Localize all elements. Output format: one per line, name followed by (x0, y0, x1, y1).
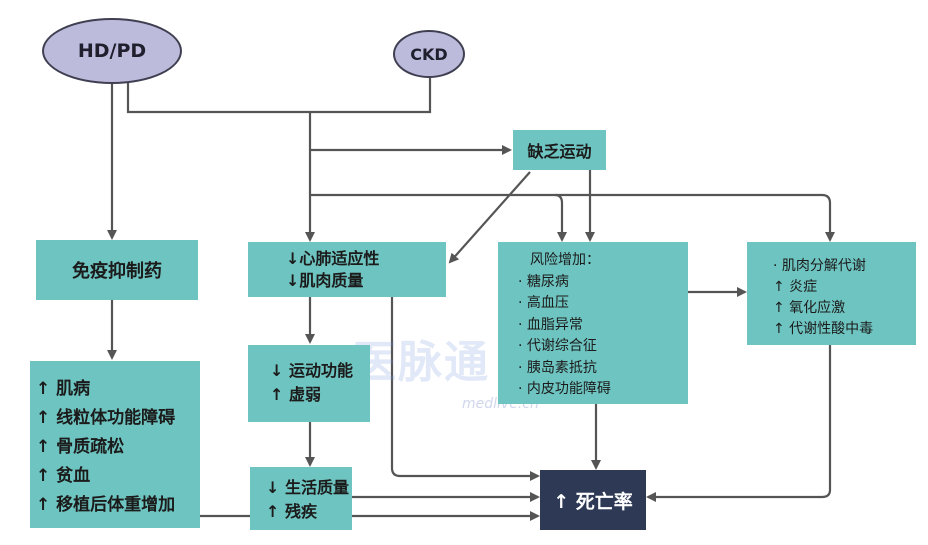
edge-catabolism-mortality (646, 345, 832, 502)
node-myopathy-line-4: ↑ 贫血 (36, 466, 91, 486)
node-catabolism-line-4: ↑ 代谢性酸中毒 (773, 321, 874, 337)
edge-trunk-risk (310, 193, 567, 242)
node-catabolism-line-1: · 肌肉分解代谢 (773, 258, 866, 274)
edge-hdpd-join (126, 78, 432, 114)
node-risk: 风险增加： · 糖尿病 · 高血压 · 血脂异常 · 代谢综合征 · 胰岛素抵抗… (498, 242, 688, 404)
node-quality-of-life-line-1: ↓ 生活质量 (266, 478, 349, 497)
node-motor-function: ↓ 运动功能 ↑ 虚弱 (248, 345, 370, 422)
node-mortality-label: ↑ 死亡率 (553, 490, 633, 513)
node-immunosuppressant-label: 免疫抑制药 (72, 261, 162, 282)
node-myopathy-line-1: ↑ 肌病 (36, 379, 91, 399)
watermark-logo: 医脉通 (352, 337, 490, 388)
node-mortality: ↑ 死亡率 (540, 470, 646, 530)
node-immunosuppressant: 免疫抑制药 (36, 240, 198, 300)
node-risk-item-2: · 高血压 (518, 295, 569, 311)
node-risk-item-3: · 血脂异常 (518, 316, 583, 333)
edge-exercise-cardio (448, 171, 531, 264)
node-risk-item-6: · 内皮功能障碍 (518, 381, 611, 397)
node-cardiopulmonary-line-2: ↓肌肉质量 (286, 271, 364, 290)
node-quality-of-life-line-2: ↑ 残疾 (266, 502, 317, 521)
node-cardiopulmonary: ↓心肺适应性 ↓肌肉质量 (248, 242, 446, 297)
node-risk-item-1: · 糖尿病 (518, 273, 569, 290)
node-risk-item-4: · 代谢综合征 (518, 338, 597, 354)
node-motor-function-line-1: ↓ 运动功能 (270, 361, 353, 380)
node-lack-exercise-label: 缺乏运动 (527, 142, 592, 161)
node-motor-function-line-2: ↑ 虚弱 (270, 385, 321, 404)
edge-cardio-mortality (390, 297, 540, 481)
edge-trunk-catabolism (555, 193, 835, 242)
node-hdpd: HD/PD (42, 18, 182, 84)
node-risk-title: 风险增加： (530, 252, 600, 268)
node-cardiopulmonary-line-1: ↓心肺适应性 (286, 249, 380, 268)
node-risk-item-5: · 胰岛素抵抗 (518, 359, 597, 376)
node-lack-exercise: 缺乏运动 (513, 130, 606, 170)
node-hdpd-label: HD/PD (77, 40, 147, 62)
node-myopathy-line-5: ↑ 移植后体重增加 (36, 495, 176, 515)
node-catabolism-line-2: ↑ 炎症 (773, 279, 818, 295)
node-myopathy: ↑ 肌病 ↑ 线粒体功能障碍 ↑ 骨质疏松 ↑ 贫血 ↑ 移植后体重增加 (30, 361, 200, 528)
node-catabolism: · 肌肉分解代谢 ↑ 炎症 ↑ 氧化应激 ↑ 代谢性酸中毒 (747, 242, 916, 345)
node-catabolism-line-3: ↑ 氧化应激 (773, 300, 846, 316)
node-ckd-label: CKD (410, 44, 448, 64)
node-myopathy-line-3: ↑ 骨质疏松 (36, 437, 125, 457)
node-quality-of-life: ↓ 生活质量 ↑ 残疾 (250, 467, 352, 530)
node-ckd: CKD (393, 30, 465, 78)
node-myopathy-line-2: ↑ 线粒体功能障碍 (36, 408, 176, 428)
